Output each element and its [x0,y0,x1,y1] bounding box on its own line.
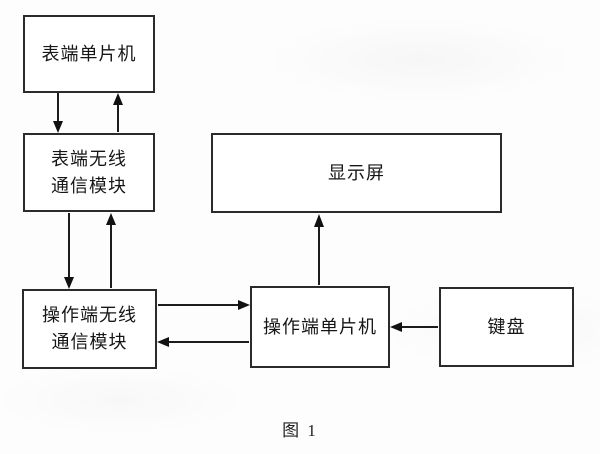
arrow-meter-mcu-to-meter-wireless [53,93,63,133]
arrow-meter-wireless-to-op-wireless [64,213,74,289]
node-op-wireless-label-line2: 通信模块 [51,332,128,352]
node-meter-wireless-label-line1: 表端无线 [51,148,127,169]
arrow-meter-wireless-to-meter-mcu [113,93,123,132]
arrow-op-mcu-to-display [314,214,324,285]
arrow-op-mcu-to-op-wireless [157,337,249,347]
node-display-label: 显示屏 [328,162,385,183]
node-op-mcu: 操作端单片机 [250,286,390,368]
figure-caption: 图 1 [282,421,318,440]
node-op-mcu-label: 操作端单片机 [263,316,377,337]
node-meter-mcu: 表端单片机 [23,15,155,93]
node-meter-wireless-label-line2: 通信模块 [51,175,127,196]
node-display: 显示屏 [211,133,502,213]
node-op-wireless-label-line1: 操作端无线 [42,305,137,325]
node-keyboard-label: 键盘 [487,316,526,337]
arrow-op-wireless-to-meter-wireless [106,213,116,288]
node-op-wireless: 操作端无线 通信模块 [22,289,157,369]
arrow-op-wireless-to-op-mcu [158,300,250,310]
node-keyboard: 键盘 [439,287,574,367]
node-meter-mcu-label: 表端单片机 [41,43,137,64]
node-meter-wireless: 表端无线 通信模块 [23,133,155,212]
arrow-keyboard-to-op-mcu [390,322,438,332]
